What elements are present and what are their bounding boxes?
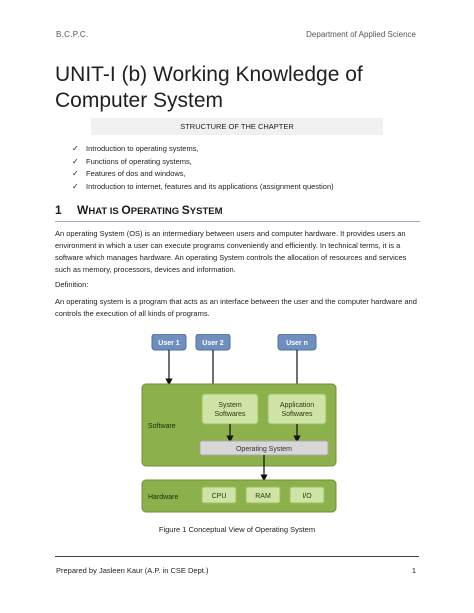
figure-caption: Figure 1 Conceptual View of Operating Sy… — [158, 525, 316, 534]
heading-small-caps: YSTEM — [189, 206, 223, 217]
checkmark-icon: ✓ — [72, 169, 79, 178]
operating-system-label: Operating System — [236, 446, 292, 453]
heading-cap: W — [77, 203, 89, 217]
list-item: ✓ Features of dos and windows, — [72, 168, 334, 181]
footer-author: Prepared by Jasleen Kaur (A.P. in CSE De… — [56, 566, 209, 575]
footer-divider — [55, 556, 419, 557]
list-item-text: Introduction to operating systems, — [86, 144, 199, 153]
list-item: ✓ Introduction to internet, features and … — [72, 181, 334, 194]
checkmark-icon: ✓ — [72, 156, 79, 166]
system-softwares-label: System — [218, 402, 242, 409]
page-number: 1 — [411, 566, 416, 575]
section-number: 1 — [55, 203, 62, 217]
cpu-label: CPU — [212, 493, 227, 500]
cpu-box — [201, 486, 237, 504]
checkmark-icon: ✓ — [72, 144, 79, 153]
ram-box — [245, 486, 281, 504]
structure-heading: STRUCTURE OF THE CHAPTER — [91, 118, 383, 135]
header-left: B.C.P.C. — [56, 30, 89, 39]
user-label: User n — [286, 340, 308, 347]
list-item: ✓ Functions of operating systems, — [72, 156, 334, 169]
list-item-text: Features of dos and windows, — [86, 169, 186, 178]
list-item-text: Introduction to internet, features and i… — [86, 181, 334, 191]
io-box — [289, 486, 325, 504]
header-right: Department of Applied Science — [306, 30, 416, 39]
application-softwares-label: Application — [280, 402, 314, 409]
application-softwares-box — [267, 393, 327, 425]
user-label: User 2 — [202, 340, 224, 347]
list-item: ✓ Introduction to operating systems, — [72, 143, 334, 156]
application-softwares-label: Softwares — [281, 411, 313, 418]
heading-small-caps: HAT IS — [88, 206, 122, 217]
hardware-layer — [141, 479, 337, 513]
user-label: User 1 — [158, 340, 180, 347]
checkmark-icon: ✓ — [72, 181, 79, 191]
heading-cap: O — [121, 203, 131, 217]
heading-small-caps: PERATING — [130, 206, 182, 217]
hardware-label: Hardware — [148, 494, 178, 501]
io-label: I/O — [302, 493, 312, 500]
section-heading: 1 WHAT IS OPERATING SYSTEM — [55, 203, 420, 222]
chapter-topic-list: ✓ Introduction to operating systems, ✓ Fun… — [72, 143, 334, 193]
heading-cap: S — [181, 203, 190, 217]
os-diagram: User 1 User 2 User n Software System Sof… — [141, 334, 337, 513]
system-softwares-label: Softwares — [214, 411, 246, 418]
page-title: UNIT-I (b) Working Knowledge of Computer… — [55, 63, 363, 112]
ram-label: RAM — [255, 493, 271, 500]
definition-paragraph: An operating system is a program that ac… — [55, 297, 417, 318]
definition-label: Definition: — [55, 280, 89, 289]
list-item-text: Functions of operating systems, — [86, 156, 192, 166]
software-label: Software — [148, 423, 176, 430]
system-softwares-box — [201, 393, 259, 425]
intro-paragraph: An operating System (OS) is an intermedi… — [55, 229, 407, 274]
